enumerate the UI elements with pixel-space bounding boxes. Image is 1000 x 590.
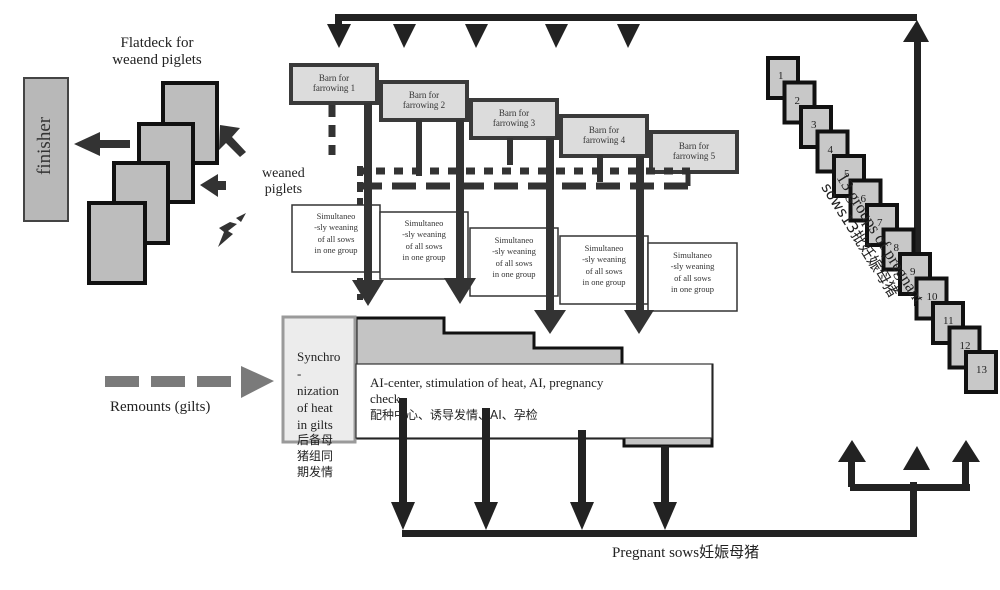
barn-4-line1: Barn for (588, 125, 620, 135)
barn-2 (379, 80, 469, 122)
weaning-line: Simultaneo (673, 250, 712, 260)
group-number-3: 3 (811, 119, 817, 131)
weaning-line: -sly weaning (314, 222, 358, 233)
sync-line: Synchro (297, 349, 341, 364)
barn-5-line2: farrowing 5 (672, 151, 716, 162)
ai-center-box (355, 363, 713, 439)
sync-cn-line: 期发情 (297, 464, 334, 479)
barn-1-line1: Barn for (318, 73, 350, 83)
top-distribution-line (327, 14, 929, 306)
weaned-piglets-line1: weaned (262, 166, 305, 181)
flatdeck-stack (87, 81, 219, 285)
barn-2-line2: farrowing 2 (402, 100, 446, 111)
finisher-label: finisher (34, 116, 56, 175)
ai-center-line3: 配种中心、诱导发情、AI、孕检 (370, 407, 538, 422)
group-number-11: 11 (943, 315, 954, 327)
farrowing-barns (289, 63, 739, 174)
synchronization-label: Synchro - nization of heat in gilts 后备母 … (297, 349, 340, 480)
group-number-10: 10 (926, 290, 938, 303)
barn-1-line2: farrowing 1 (312, 83, 356, 94)
synchronization-box (281, 315, 357, 444)
finisher-box (23, 77, 69, 222)
remounts-label: Remounts (gilts) (110, 399, 211, 415)
group-number-4: 4 (827, 143, 834, 156)
flatdeck-label: Flatdeck for weaend piglets (82, 35, 232, 70)
remounts-arrow (105, 366, 274, 398)
weaning-line: in one group (492, 269, 536, 280)
sync-cn-line: 猪组同 (297, 449, 334, 464)
barn-5 (649, 130, 739, 174)
group-number-2: 2 (794, 94, 801, 107)
sync-line: of heat (297, 399, 333, 415)
sync-cn-line: 后备母 (297, 433, 334, 448)
group-number-12: 12 (959, 339, 971, 352)
weaning-line: in one group (402, 252, 446, 263)
weaned-piglets-line2: piglets (264, 182, 303, 198)
sync-line: nization (297, 382, 339, 398)
arrow-to-finisher (74, 132, 130, 156)
flatdeck-label-line1: Flatdeck for (120, 35, 194, 51)
weaning-line: Simultaneo (316, 211, 356, 221)
ai-center-label: AI-center, stimulation of heat, AI, preg… (370, 375, 700, 423)
weaning-line: of all sows (317, 233, 355, 244)
weaning-line: of all sows (495, 257, 533, 268)
barn-3-line1: Barn for (498, 108, 530, 118)
barn-5-line1: Barn for (678, 141, 710, 151)
group-number-5: 5 (844, 168, 850, 180)
weaning-line: of all sows (585, 265, 623, 276)
group-number-1: 1 (778, 70, 784, 82)
pregnant-sows-label: Pregnant sows妊娠母猪 (612, 545, 760, 561)
barn-3 (469, 98, 559, 140)
barn-4 (559, 114, 649, 158)
weaning-line: -sly weaning (402, 229, 446, 240)
weaned-piglet-arrows (200, 125, 246, 247)
weaning-line: -sly weaning (492, 246, 536, 257)
weaning-line: Simultaneo (494, 235, 534, 245)
weaned-piglets-label: weaned piglets (262, 166, 305, 198)
weaning-line: of all sows (674, 272, 711, 283)
barn-3-line2: farrowing 3 (492, 118, 536, 129)
group-number-7: 7 (877, 217, 883, 229)
flatdeck-label-line2: weaend piglets (112, 52, 202, 69)
sync-line: in gilts (297, 416, 333, 432)
group-number-6: 6 (860, 192, 867, 205)
weaning-line: in one group (314, 245, 358, 256)
weaning-line: in one group (671, 284, 714, 295)
weaning-line: Simultaneo (584, 243, 624, 253)
group-number-13: 13 (976, 364, 987, 376)
ai-to-pregnant-arrows (391, 398, 980, 537)
barn-1 (289, 63, 379, 105)
weaning-line: of all sows (405, 240, 443, 251)
barn-2-line1: Barn for (408, 90, 440, 100)
weaning-line: -sly weaning (670, 261, 715, 272)
weaning-line: in one group (582, 277, 626, 288)
ai-center-line2: check (370, 391, 401, 407)
sync-line: - (297, 365, 302, 381)
weaning-line: -sly weaning (582, 254, 626, 265)
group-box-13 (964, 350, 998, 394)
pregnant-sow-groups (766, 56, 998, 394)
barn-to-ai-arrows (352, 103, 654, 334)
group-number-9: 9 (910, 266, 916, 278)
ai-center-line1: AI-center, stimulation of heat, AI, preg… (370, 375, 604, 390)
barn-4-line2: farrowing 4 (582, 135, 626, 146)
weaning-line: Simultaneo (404, 218, 444, 228)
group-number-8: 8 (893, 241, 900, 254)
